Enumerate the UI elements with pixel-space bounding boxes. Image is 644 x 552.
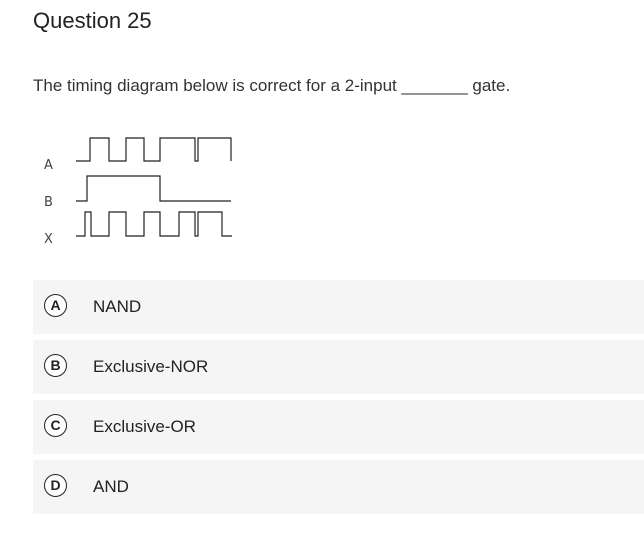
choice-a[interactable]: A NAND bbox=[33, 280, 644, 334]
waveform-b bbox=[76, 175, 231, 202]
question-title: Question 25 bbox=[33, 8, 152, 33]
choice-d-label: AND bbox=[93, 477, 129, 496]
choice-c[interactable]: C Exclusive-OR bbox=[33, 400, 644, 454]
signal-label-b: B bbox=[44, 195, 53, 210]
waveform-a bbox=[76, 137, 232, 162]
choice-c-label: Exclusive-OR bbox=[93, 417, 196, 436]
choice-b[interactable]: B Exclusive-NOR bbox=[33, 340, 644, 394]
waveform-x bbox=[76, 211, 232, 237]
question-prompt: The timing diagram below is correct for … bbox=[33, 76, 511, 95]
choice-a-badge: A bbox=[44, 294, 67, 317]
choice-b-label: Exclusive-NOR bbox=[93, 357, 209, 376]
timing-diagram: A B X bbox=[44, 137, 232, 247]
choice-a-label: NAND bbox=[93, 297, 142, 316]
choice-d-badge: D bbox=[44, 474, 67, 497]
signal-label-x: X bbox=[44, 232, 53, 247]
choice-d[interactable]: D AND bbox=[33, 460, 644, 514]
choice-b-badge: B bbox=[44, 354, 67, 377]
signal-label-a: A bbox=[44, 158, 53, 173]
choice-c-badge: C bbox=[44, 414, 67, 437]
